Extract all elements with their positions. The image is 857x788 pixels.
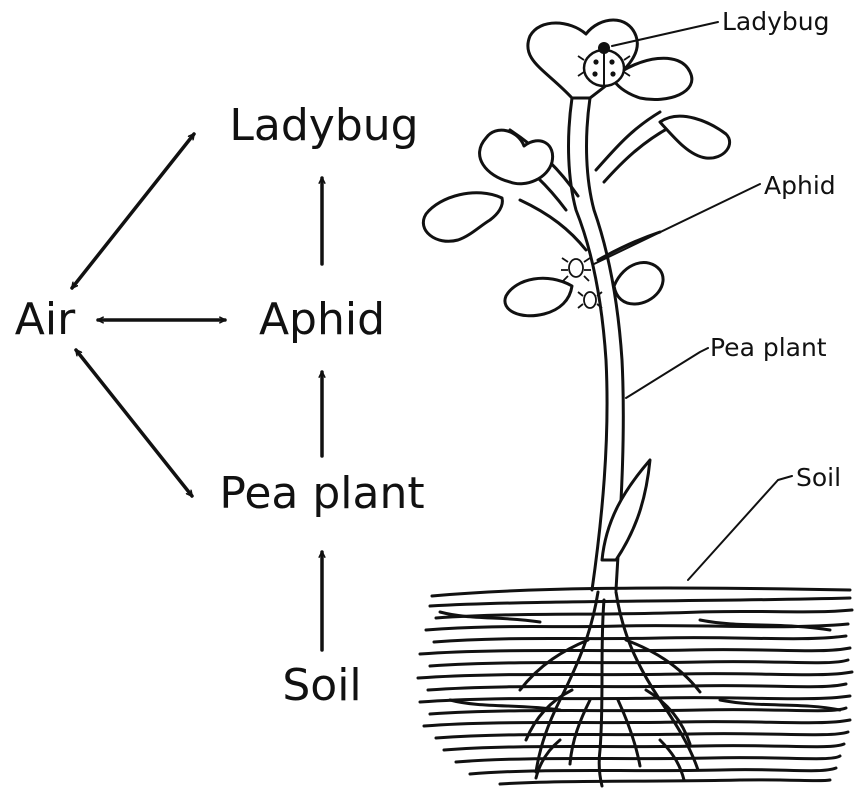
leaf-left-big (423, 193, 502, 242)
node-aphid: Aphid (259, 294, 385, 345)
leaf-right-upper (660, 116, 730, 158)
leaf-left-mid (505, 278, 572, 316)
callout-ladybug: Ladybug (722, 7, 830, 36)
node-air: Air (15, 294, 76, 345)
soil-illustration (418, 588, 852, 784)
arrow-air-pea-plant (76, 350, 192, 496)
leaf-right-mid (614, 263, 663, 304)
callout-aphid: Aphid (764, 171, 836, 200)
leaf-left-upper (480, 130, 553, 184)
callout-pea-plant: Pea plant (710, 333, 827, 362)
node-pea-plant: Pea plant (219, 468, 424, 519)
roots (520, 592, 700, 786)
pea-plant-illustration: Ladybug Aphid Pea plant Soil (418, 7, 852, 786)
callout-soil: Soil (796, 463, 841, 492)
node-ladybug: Ladybug (229, 100, 418, 151)
node-soil: Soil (282, 660, 361, 711)
arrow-air-ladybug (72, 134, 194, 288)
food-web: Ladybug Air Aphid Pea plant Soil (15, 100, 425, 711)
